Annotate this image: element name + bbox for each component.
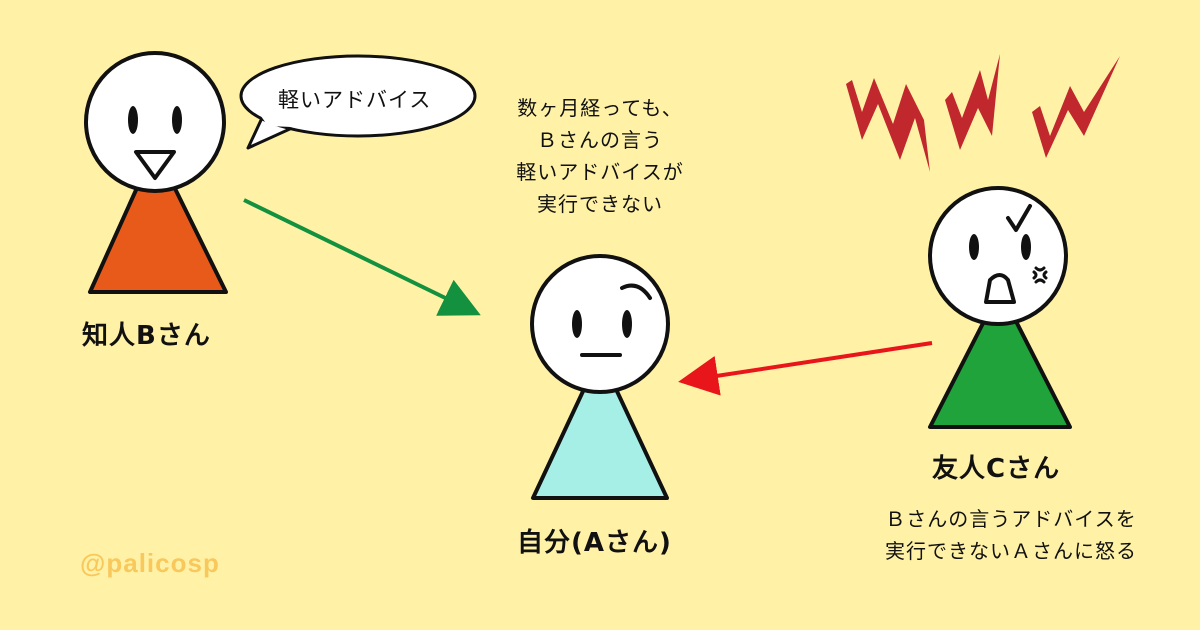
anger-zigzag-icons: [846, 54, 1120, 172]
person-b: [84, 51, 228, 294]
person-c-label: 友人Cさん: [932, 454, 1061, 484]
center-note-line: 数ヶ月経っても、: [517, 96, 683, 120]
person-c-right-eye: [1021, 234, 1031, 260]
anger-zigzag-right: [1032, 56, 1120, 158]
arrow-b-to-a: [243, 198, 481, 316]
speech-bubble-text: 軽いアドバイス: [278, 88, 432, 112]
arrow-c-to-a: [678, 341, 933, 396]
person-b-head: [84, 51, 226, 193]
person-b-left-eye: [128, 106, 138, 134]
person-a-sweat-brow: [620, 283, 652, 300]
person-a-left-eye: [572, 310, 582, 338]
c-note-line: Ｂさんの言うアドバイスを: [885, 507, 1137, 531]
person-c-angry-brow: [1006, 204, 1032, 232]
anger-zigzag-middle: [945, 54, 1000, 150]
person-c: [928, 186, 1072, 429]
center-note-line: Ｂさんの言う: [537, 128, 663, 152]
person-c-open-mouth: [984, 273, 1016, 304]
center-note-line: 実行できない: [537, 192, 663, 216]
anger-zigzag-left: [846, 78, 930, 172]
person-c-left-eye: [969, 234, 979, 260]
center-note: 数ヶ月経っても、 Ｂさんの言う 軽いアドバイスが 実行できない: [480, 92, 720, 220]
person-a-right-eye: [622, 310, 632, 338]
person-b-label: 知人Bさん: [82, 321, 211, 351]
person-b-body: [88, 146, 228, 294]
person-b-right-eye: [172, 106, 182, 134]
watermark-text: @palicosp: [80, 548, 220, 578]
person-c-body: [928, 288, 1072, 429]
c-note: Ｂさんの言うアドバイスを 実行できないＡさんに怒る: [846, 503, 1176, 567]
anger-vein-icon: [1032, 266, 1048, 284]
center-note-line: 軽いアドバイスが: [516, 160, 684, 184]
person-a-body: [531, 353, 669, 500]
person-a-label: 自分(Aさん): [517, 528, 672, 558]
speech-bubble: [239, 54, 477, 150]
person-b-beak-mouth: [134, 150, 176, 180]
c-note-line: 実行できないＡさんに怒る: [885, 539, 1137, 563]
person-a-head: [530, 254, 670, 394]
person-a: [530, 254, 670, 500]
speech-bubble-shape: [239, 54, 477, 138]
person-c-head: [928, 186, 1068, 326]
